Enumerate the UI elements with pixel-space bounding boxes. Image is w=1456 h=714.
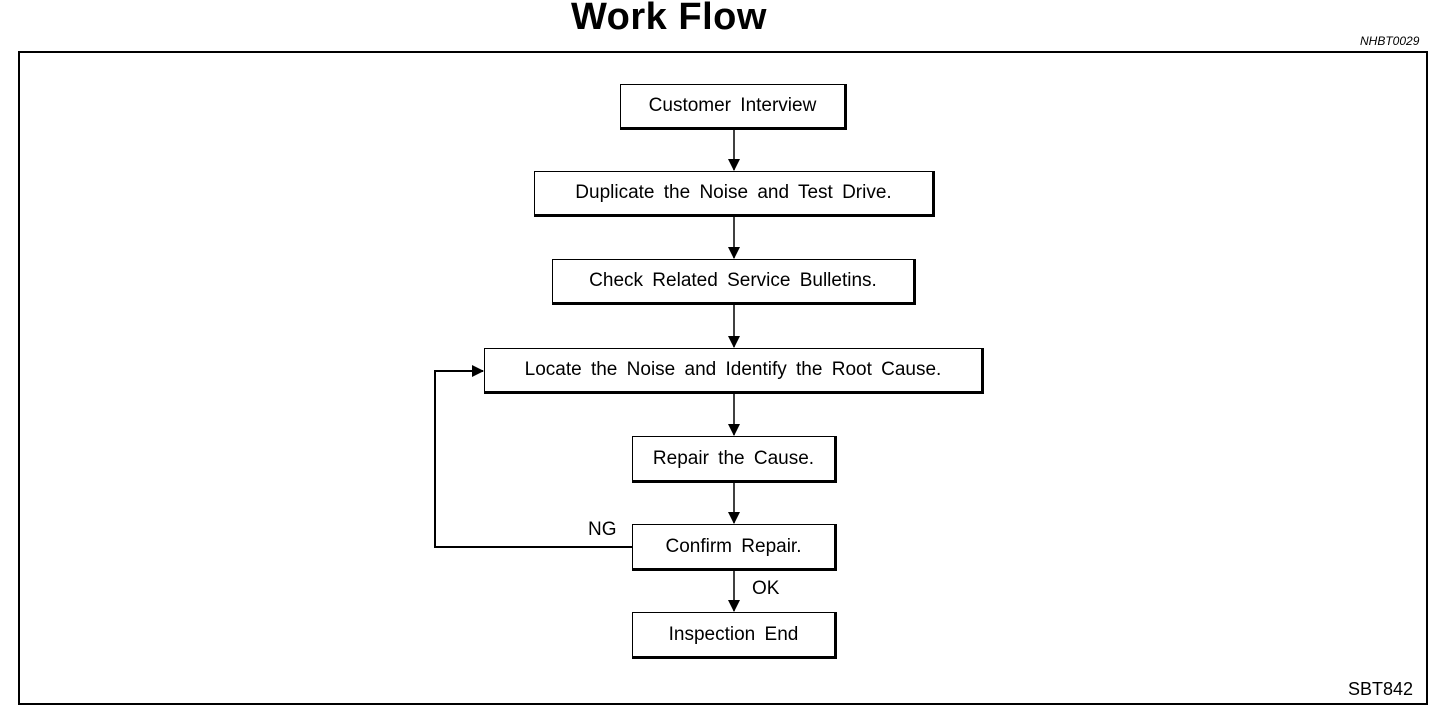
step-check-bulletins: Check Related Service Bulletins.	[552, 259, 916, 305]
step-repair-cause: Repair the Cause.	[632, 436, 837, 483]
step-confirm-repair: Confirm Repair.	[632, 524, 837, 571]
page-title: Work Flow	[571, 0, 767, 38]
step-inspection-end: Inspection End	[632, 612, 837, 659]
reference-code: NHBT0029	[1360, 34, 1420, 48]
arrow-ng-loop	[434, 365, 632, 548]
ok-label: OK	[752, 578, 780, 599]
step-locate-noise: Locate the Noise and Identify the Root C…	[484, 348, 984, 394]
figure-code: SBT842	[1348, 679, 1414, 699]
ng-label: NG	[588, 519, 617, 540]
step-customer-interview: Customer Interview	[620, 84, 847, 130]
step-duplicate-noise: Duplicate the Noise and Test Drive.	[534, 171, 935, 217]
diagram-frame	[18, 51, 1428, 705]
